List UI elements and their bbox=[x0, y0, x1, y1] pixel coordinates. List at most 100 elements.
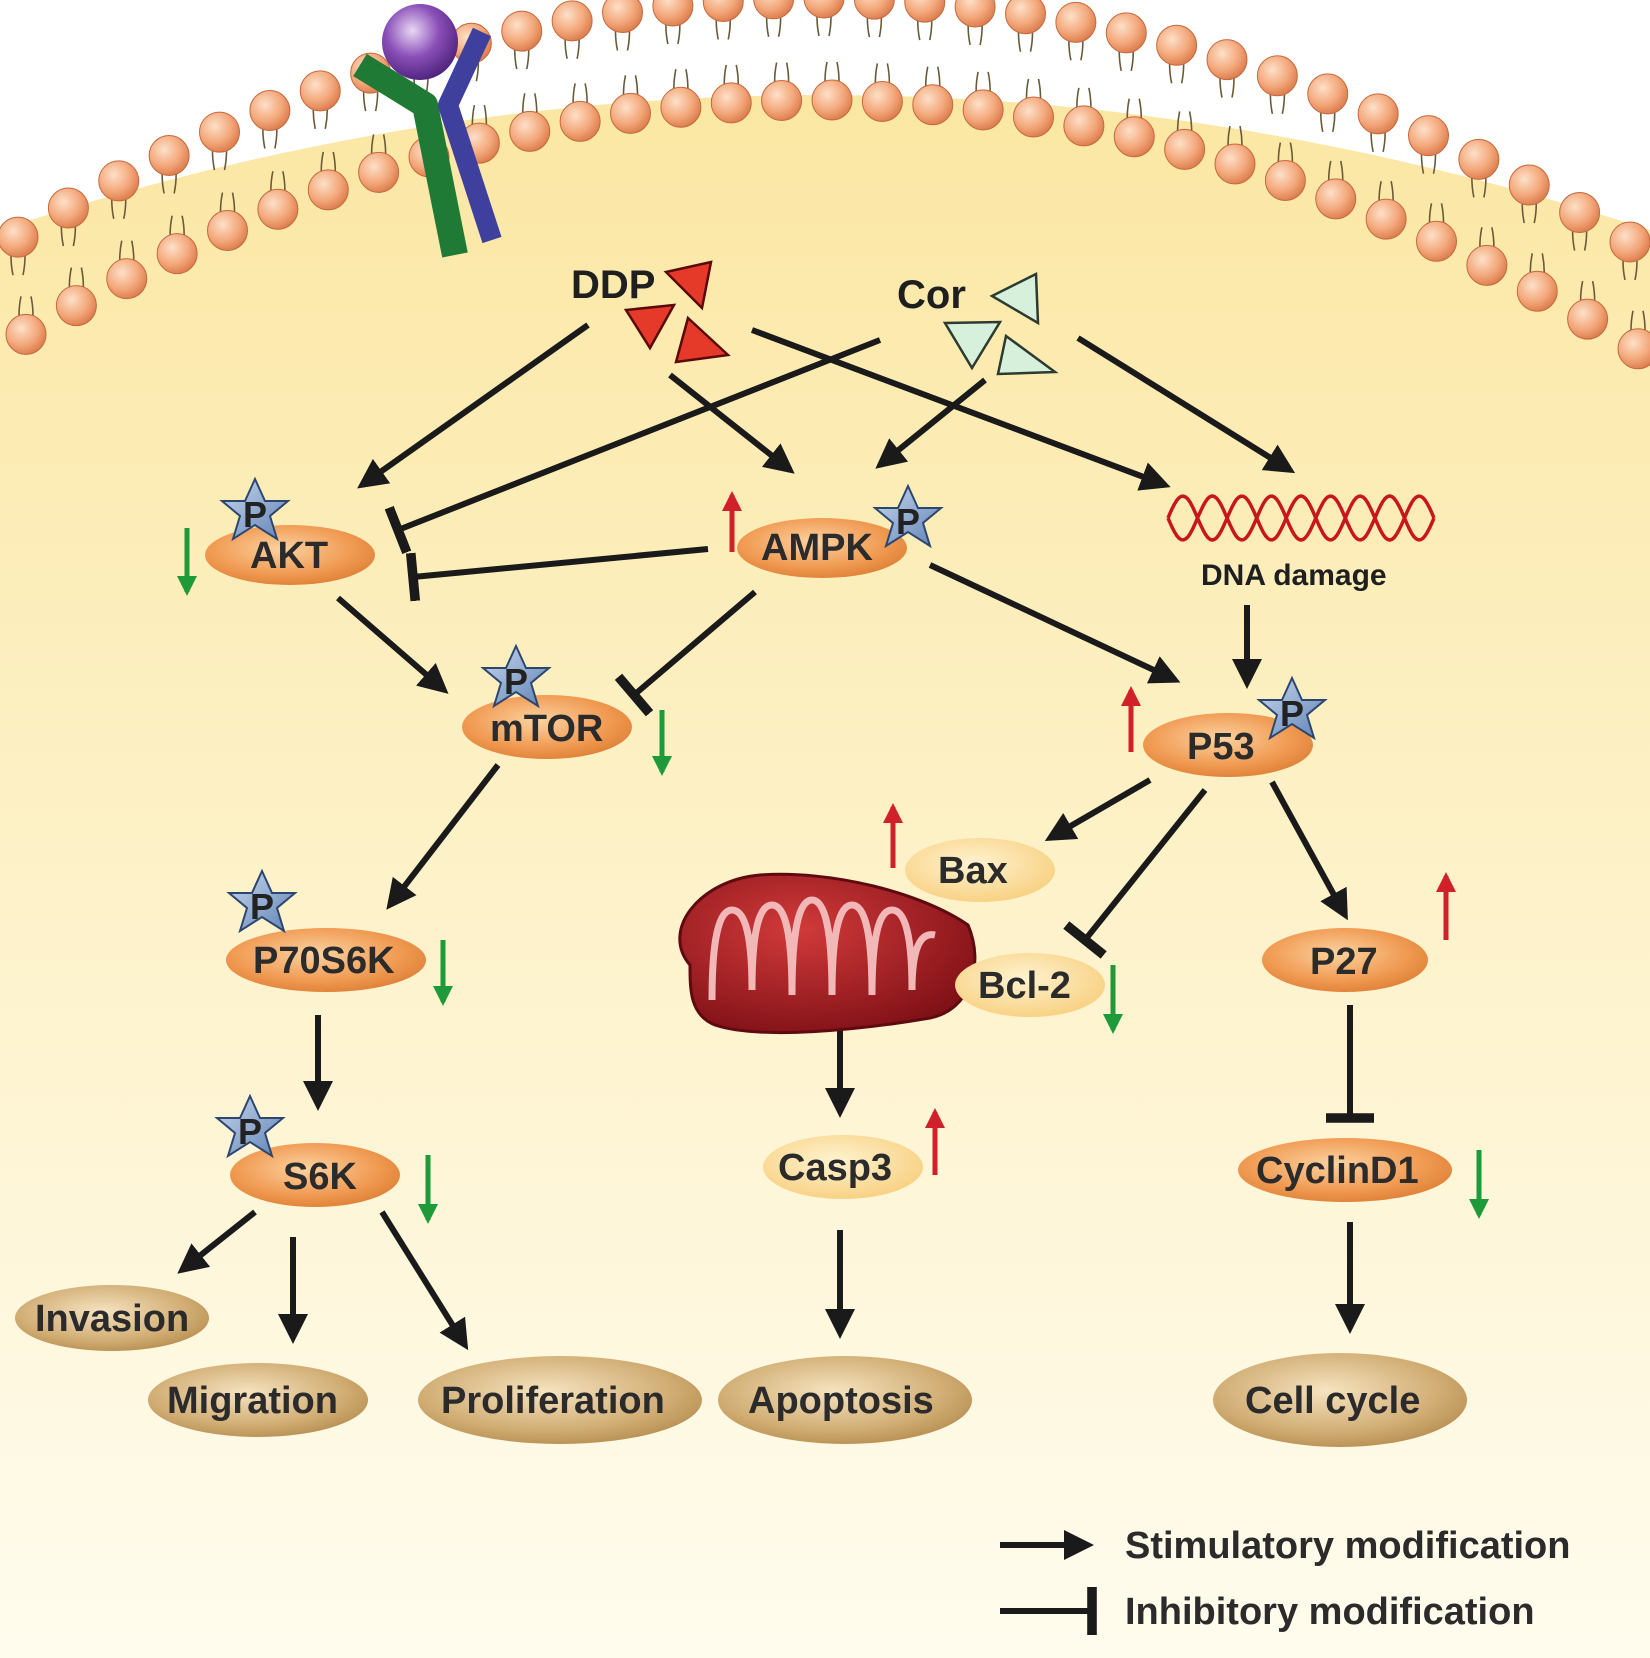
mtor-node bbox=[462, 695, 632, 759]
lipid-head bbox=[1206, 39, 1248, 81]
lipid-head bbox=[55, 285, 97, 327]
ligand bbox=[382, 4, 458, 80]
lipid-head bbox=[1416, 220, 1457, 262]
p27-node bbox=[1262, 928, 1428, 992]
lipid-head bbox=[1357, 93, 1399, 135]
cor-to-ampk-arrow bbox=[875, 377, 987, 469]
lipid-head bbox=[1013, 96, 1054, 138]
dna-damage-label: DNA damage bbox=[1201, 559, 1387, 592]
lipid-head bbox=[1516, 270, 1558, 312]
lipid-head bbox=[1508, 164, 1550, 206]
ampk-to-p53-arrow bbox=[928, 562, 1181, 684]
lipid-head bbox=[299, 70, 341, 112]
lipid-head bbox=[861, 80, 903, 122]
mitochondrion-icon bbox=[678, 872, 977, 1035]
lipid-head bbox=[1164, 128, 1206, 170]
lipid-head bbox=[660, 86, 702, 128]
cell-cycle-node bbox=[1213, 1353, 1467, 1447]
migration-node bbox=[148, 1363, 368, 1437]
lipid-head bbox=[1559, 192, 1601, 234]
akt-p-label: P bbox=[243, 494, 267, 535]
ampk-inhibits-akt bbox=[405, 546, 709, 602]
lipid-head bbox=[551, 0, 593, 42]
lipid-head bbox=[1156, 24, 1198, 66]
cell-cycle-label: Cell cycle bbox=[1245, 1380, 1420, 1422]
dna-helix-icon bbox=[1166, 494, 1436, 542]
bax-node bbox=[905, 838, 1055, 902]
akt-label: AKT bbox=[250, 535, 328, 577]
ampk-inhibits-mtor bbox=[614, 589, 757, 717]
mtor-label: mTOR bbox=[490, 708, 603, 750]
cyclind1-node bbox=[1238, 1138, 1452, 1202]
cyclind1-label: CyclinD1 bbox=[1256, 1150, 1419, 1192]
lipid-head bbox=[358, 151, 400, 193]
lipid-head bbox=[761, 80, 803, 122]
lipid-head bbox=[1307, 73, 1349, 115]
lipid-head bbox=[106, 258, 148, 300]
lipid-head bbox=[1214, 143, 1256, 185]
lipid-head bbox=[1063, 105, 1105, 147]
apoptosis-node bbox=[718, 1356, 972, 1444]
lipid-head bbox=[47, 187, 89, 229]
bax-label: Bax bbox=[938, 850, 1008, 892]
lipid-head bbox=[904, 0, 946, 23]
lipid-head bbox=[257, 188, 299, 230]
lipid-head bbox=[702, 0, 744, 22]
p53-label: P53 bbox=[1187, 726, 1255, 768]
bcl2-label: Bcl-2 bbox=[978, 965, 1071, 1007]
lipid-head bbox=[156, 233, 198, 275]
lipid-head bbox=[5, 313, 47, 355]
proliferation-node bbox=[418, 1356, 702, 1444]
legend-inhibitory-label: Inhibitory modification bbox=[1125, 1591, 1535, 1633]
lipid-head bbox=[610, 92, 651, 134]
ddp-to-akt-arrow bbox=[357, 322, 590, 489]
p70s6k-label: P70S6K bbox=[253, 940, 395, 982]
ampk-p-label: P bbox=[896, 501, 920, 542]
lipid-head bbox=[199, 111, 240, 153]
lipid-head bbox=[652, 0, 694, 27]
cor-label: Cor bbox=[897, 273, 966, 317]
mtor-p-label: P bbox=[504, 661, 528, 702]
lipid-head bbox=[1264, 160, 1306, 202]
s6k-p-label: P bbox=[238, 1111, 262, 1152]
lipid-head bbox=[954, 0, 996, 28]
lipid-head bbox=[1567, 298, 1609, 340]
ddp-drug-icon bbox=[623, 260, 731, 364]
lipid-head bbox=[501, 10, 543, 52]
lipid-head bbox=[710, 82, 752, 124]
p53-to-bax-arrow bbox=[1044, 777, 1152, 842]
ddp-label: DDP bbox=[571, 263, 655, 307]
lipid-head bbox=[559, 100, 601, 142]
lipid-head bbox=[148, 135, 190, 177]
legend-stimulatory-label: Stimulatory modification bbox=[1125, 1525, 1570, 1567]
p53-node bbox=[1143, 713, 1313, 777]
lipid-head bbox=[307, 169, 349, 211]
akt-to-mtor-arrow bbox=[336, 595, 449, 694]
lipid-head bbox=[962, 89, 1004, 131]
ddp-to-dna-arrow bbox=[750, 327, 1171, 491]
ampk-node bbox=[737, 518, 907, 578]
s6k-to-invasion-arrow bbox=[177, 1209, 257, 1274]
p53-to-p27-arrow bbox=[1269, 780, 1348, 921]
lipid-head bbox=[1005, 0, 1046, 35]
lipid-head bbox=[1365, 198, 1407, 240]
lipid-head bbox=[1408, 115, 1449, 157]
akt-node bbox=[205, 525, 375, 585]
nodes bbox=[205, 518, 1452, 1207]
invasion-node bbox=[15, 1285, 209, 1351]
cor-to-dna-arrow bbox=[1076, 335, 1296, 474]
outcomes bbox=[15, 1285, 1467, 1447]
mtor-to-p70s6k-arrow bbox=[386, 763, 501, 910]
p53-inhibits-bcl2 bbox=[1063, 788, 1208, 959]
lipid-head bbox=[207, 210, 248, 252]
regulation-arrows bbox=[177, 491, 1489, 1224]
lipid-head bbox=[1105, 12, 1147, 54]
ampk-label: AMPK bbox=[761, 527, 873, 569]
casp3-label: Casp3 bbox=[778, 1147, 892, 1189]
lipid-head bbox=[811, 79, 853, 121]
lipid-head bbox=[803, 0, 845, 19]
p70s6k-p-label: P bbox=[250, 886, 274, 927]
lipid-head bbox=[509, 110, 551, 152]
lipid-head bbox=[602, 0, 643, 33]
casp3-node bbox=[763, 1135, 923, 1199]
